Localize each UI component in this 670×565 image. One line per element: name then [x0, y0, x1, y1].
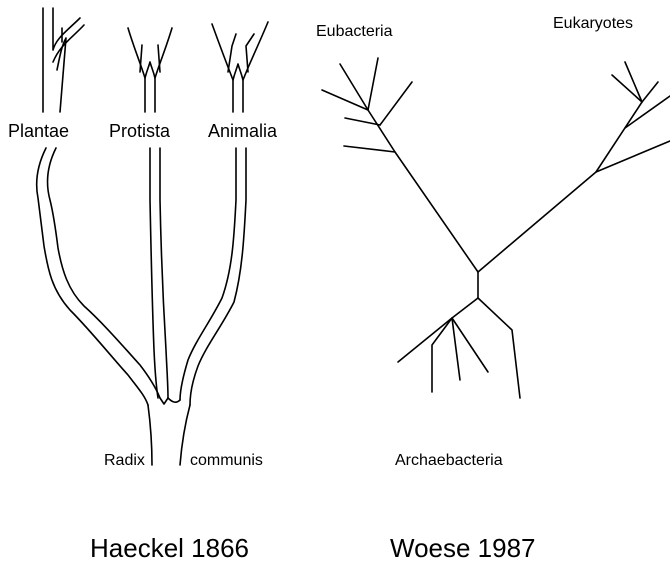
woese-label-eukaryotes: Eukaryotes [553, 15, 633, 32]
woese-caption: Woese 1987 [390, 533, 536, 563]
woese-branches [322, 58, 670, 398]
haeckel-label-plantae: Plantae [8, 121, 69, 141]
haeckel-protista-top-branch [128, 28, 172, 112]
woese-label-archaebacteria: Archaebacteria [395, 452, 503, 469]
haeckel-caption: Haeckel 1866 [90, 533, 249, 563]
haeckel-tree: Plantae Protista Animalia Radix communis… [8, 8, 278, 563]
haeckel-label-radix: Radix [104, 452, 145, 469]
haeckel-label-communis: communis [190, 452, 263, 469]
haeckel-label-animalia: Animalia [208, 121, 278, 141]
haeckel-plantae-top-branch [43, 8, 84, 112]
haeckel-animalia-top-branch [212, 22, 268, 112]
haeckel-label-protista: Protista [109, 121, 171, 141]
haeckel-trunk [37, 148, 246, 465]
woese-label-eubacteria: Eubacteria [316, 23, 393, 40]
woese-tree: Eubacteria Eukaryotes Archaebacteria Woe… [316, 15, 670, 563]
